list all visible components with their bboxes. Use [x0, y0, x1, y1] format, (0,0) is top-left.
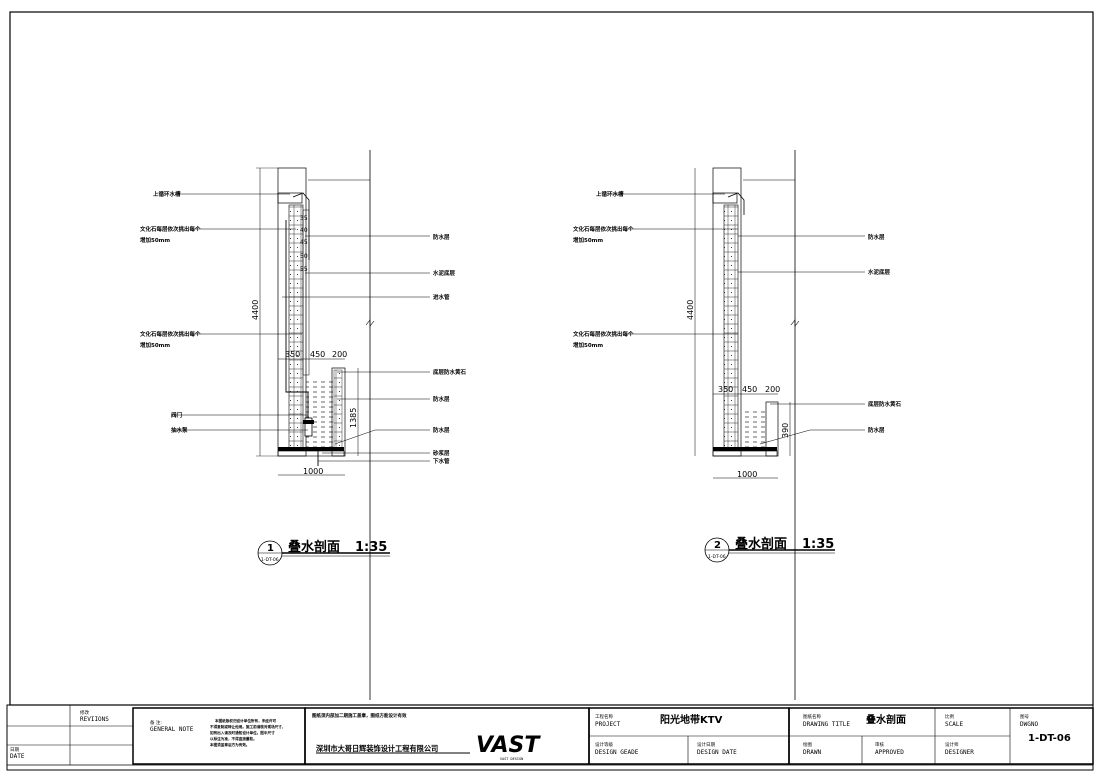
label: 35 — [300, 215, 308, 222]
label: 比例 — [945, 713, 954, 720]
label: 图纸名称 — [803, 713, 821, 720]
label: DESIGN GEADE — [595, 749, 639, 756]
label: 阀门 — [171, 411, 183, 419]
label: 深圳市大哥日辉装饰设计工程有限公司 — [316, 744, 438, 753]
label: 水泥底层 — [868, 268, 891, 276]
label: 增加50mm — [573, 341, 603, 349]
label: 350 — [718, 385, 733, 394]
label: 设计日期 — [697, 741, 715, 748]
label: 上循环水槽 — [596, 190, 624, 198]
label: 450 — [742, 385, 757, 394]
label: 增加50mm — [140, 341, 170, 349]
label: DESIGNER — [945, 749, 974, 756]
title-block-frame — [6, 704, 1094, 771]
drawing-title-value: 叠水剖面 — [866, 713, 906, 726]
label: REVIIONS — [80, 716, 109, 723]
label: 防水层 — [433, 233, 450, 241]
label: 砂浆层 — [432, 449, 450, 457]
drawing-title: 叠水剖面 — [288, 539, 340, 555]
label: DATE — [10, 753, 25, 760]
label: 下水管 — [433, 457, 450, 465]
label: 200 — [765, 385, 780, 394]
label: 1:35 — [355, 540, 387, 555]
vast-logo: VAST — [476, 733, 541, 758]
label: 390 — [781, 423, 790, 438]
label: 增加50mm — [140, 236, 170, 244]
label: 4400 — [251, 300, 260, 320]
water — [306, 378, 334, 448]
label: 文化石每层依次挑出每个 — [140, 225, 201, 233]
drawing-frame — [9, 11, 1094, 706]
label: GENERAL NOTE — [150, 726, 194, 733]
label: 绘图 — [803, 741, 812, 748]
label: 审核 — [875, 741, 884, 748]
pump — [304, 417, 313, 437]
label: 1-DT-06 — [708, 554, 726, 560]
label: 防水层 — [868, 233, 885, 241]
label: 如有出入请及时通知设计单位。图中尺寸 — [210, 730, 275, 735]
label: 本图纸版权归设计单位所有，未经许可 — [214, 718, 276, 723]
label: DWGNO — [1020, 721, 1038, 728]
label: 文化石每层依次挑出每个 — [573, 225, 634, 233]
label: 350 — [285, 350, 300, 359]
label: 抽水泵 — [171, 426, 188, 434]
label: DRAWN — [803, 749, 821, 756]
label: DRAWING TITLE — [803, 721, 850, 728]
label: APPROVED — [875, 749, 904, 756]
label: 防水层 — [433, 426, 450, 434]
label: 工程名称 — [595, 713, 613, 720]
label: 进水管 — [433, 293, 450, 301]
label: 200 — [332, 350, 347, 359]
label: 1000 — [737, 470, 757, 479]
label: 底层防水黄石 — [432, 368, 467, 376]
drawing-number: 1-DT-06 — [1028, 733, 1071, 744]
label: 修改 — [80, 709, 89, 716]
project-name: 阳光地带KTV — [660, 713, 723, 726]
label: 图纸须内部加二期施工盖章，图纸方能设计有效 — [312, 712, 407, 719]
label: 2 — [714, 540, 721, 551]
label: 设计等级 — [595, 741, 613, 748]
label: 本图须盖章后方为有效。 — [209, 742, 250, 747]
base-slab — [278, 447, 344, 451]
pipe — [285, 220, 309, 418]
label: 叠水剖面 — [735, 536, 787, 552]
label: SCALE — [945, 721, 963, 728]
label: 1385 — [349, 408, 358, 428]
label: 图号 — [1020, 714, 1029, 720]
label: DESIGN DATE — [697, 749, 737, 756]
label: 45 — [300, 239, 308, 246]
label: 底层防水黄石 — [867, 400, 902, 408]
label: 以标注为准，不得直接量取。 — [210, 736, 257, 741]
label: 防水层 — [868, 426, 885, 434]
label: PROJECT — [595, 721, 621, 728]
break-symbol — [365, 319, 375, 327]
label: 55 — [300, 266, 308, 273]
label: 1000 — [303, 467, 323, 476]
upper-trough — [277, 192, 303, 204]
label: VAST DESIGN — [500, 757, 523, 761]
label: 水泥底层 — [433, 269, 456, 277]
label: 上循环水槽 — [153, 190, 181, 198]
label: 文化石每层依次挑出每个 — [140, 330, 201, 338]
label: 450 — [310, 350, 325, 359]
label: 增加50mm — [573, 236, 603, 244]
label: 1:35 — [802, 537, 834, 552]
label: 设计师 — [945, 741, 959, 748]
label: 4400 — [686, 300, 695, 320]
label: 日期 — [10, 747, 19, 753]
label: 不得复制或转让他用。施工前请核对现场尺寸， — [210, 724, 285, 729]
label: 1-DT-06 — [261, 557, 279, 563]
label: 备 注: — [150, 719, 162, 726]
label: 防水层 — [433, 395, 450, 403]
label: 1 — [267, 543, 274, 554]
label: 40 — [300, 227, 308, 234]
title-block: 修改 REVIIONS 日期 DATE 备 注: GENERAL NOTE 本图… — [7, 705, 1094, 765]
label: 50 — [300, 253, 308, 260]
label: 文化石每层依次挑出每个 — [573, 330, 634, 338]
section-drawing-1: 35 40 45 50 55 4400 350 450 200 1000 138… — [140, 150, 467, 700]
section-drawing-2: 4400 350 450 200 1000 390 上循环水槽 文化石每层依次挑… — [573, 150, 902, 700]
